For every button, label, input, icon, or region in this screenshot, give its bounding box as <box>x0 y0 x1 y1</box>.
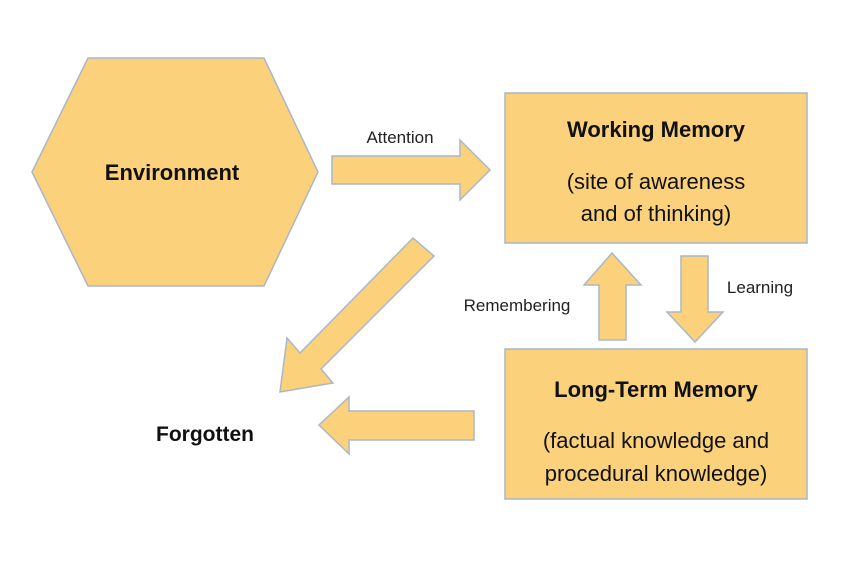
forgetting-arrow-shape <box>317 395 475 456</box>
long-term-memory-box <box>504 348 808 500</box>
working-memory-box <box>504 92 808 244</box>
long-term-memory-description-line2: procedural knowledge) <box>545 461 768 486</box>
environment-label: Environment <box>105 160 240 185</box>
decay-arrow-shape <box>279 236 436 393</box>
decay-arrow <box>279 236 436 393</box>
working-memory-node: Working Memory (site of awareness and of… <box>504 92 808 244</box>
learning-label: Learning <box>727 278 793 297</box>
attention-label: Attention <box>366 128 433 147</box>
long-term-memory-node: Long-Term Memory (factual knowledge and … <box>504 348 808 500</box>
working-memory-title: Working Memory <box>567 117 746 142</box>
learning-arrow-shape <box>665 255 725 344</box>
working-memory-description-line1: (site of awareness <box>567 169 746 194</box>
attention-arrow-shape <box>331 138 492 202</box>
forgetting-arrow <box>317 395 475 456</box>
remembering-arrow-shape <box>582 251 643 341</box>
long-term-memory-title: Long-Term Memory <box>554 377 758 402</box>
remembering-label: Remembering <box>464 296 571 315</box>
working-memory-description-line2: and of thinking) <box>581 201 731 226</box>
attention-arrow: Attention <box>331 128 492 202</box>
long-term-memory-description-line1: (factual knowledge and <box>543 428 769 453</box>
environment-node: Environment <box>31 57 319 287</box>
remembering-arrow: Remembering <box>464 251 643 341</box>
forgotten-label: Forgotten <box>156 423 254 446</box>
learning-arrow: Learning <box>665 255 793 344</box>
environment-hexagon <box>31 57 319 287</box>
